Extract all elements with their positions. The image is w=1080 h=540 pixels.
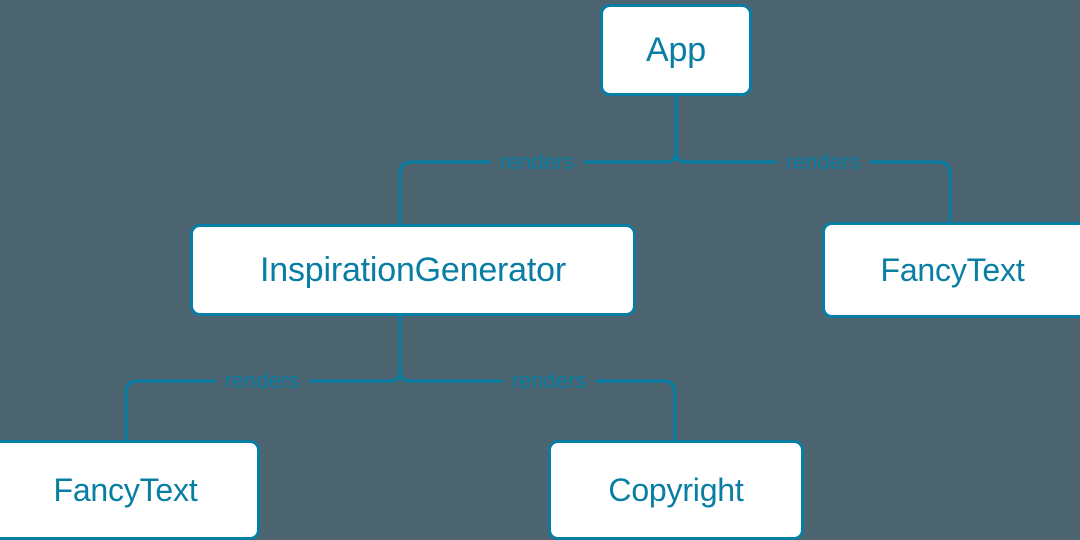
node-fancytext-right[interactable]: FancyText — [822, 222, 1080, 318]
edge-inspirationgenerator-to-copyright — [408, 379, 677, 442]
node-fancytext-bottom-label: FancyText — [53, 471, 198, 508]
edge-inspirationgenerator-to-fancytext-bottom — [124, 379, 392, 442]
edge-label-inspirationgenerator-to-fancytext-bottom: renders — [215, 368, 309, 394]
node-app[interactable]: App — [600, 4, 752, 96]
edge-inspirationgenerator-stem-left-flare — [388, 369, 402, 383]
node-copyright[interactable]: Copyright — [548, 440, 804, 540]
node-inspiration-generator[interactable]: InspirationGenerator — [190, 224, 636, 316]
edge-app-stem-left-flare — [664, 150, 678, 164]
edge-app-to-inspirationgenerator — [398, 160, 668, 226]
node-fancytext-bottom[interactable]: FancyText — [0, 440, 260, 540]
edge-label-app-to-fancytext-right: renders — [776, 149, 870, 175]
edge-label-inspirationgenerator-to-copyright: renders — [502, 368, 596, 394]
node-fancytext-right-label: FancyText — [880, 251, 1025, 288]
node-copyright-label: Copyright — [608, 471, 744, 508]
node-app-label: App — [646, 30, 706, 69]
edge-label-app-to-inspirationgenerator: renders — [490, 149, 584, 175]
edge-app-to-fancytext-right — [684, 160, 952, 224]
node-inspiration-generator-label: InspirationGenerator — [260, 250, 566, 289]
